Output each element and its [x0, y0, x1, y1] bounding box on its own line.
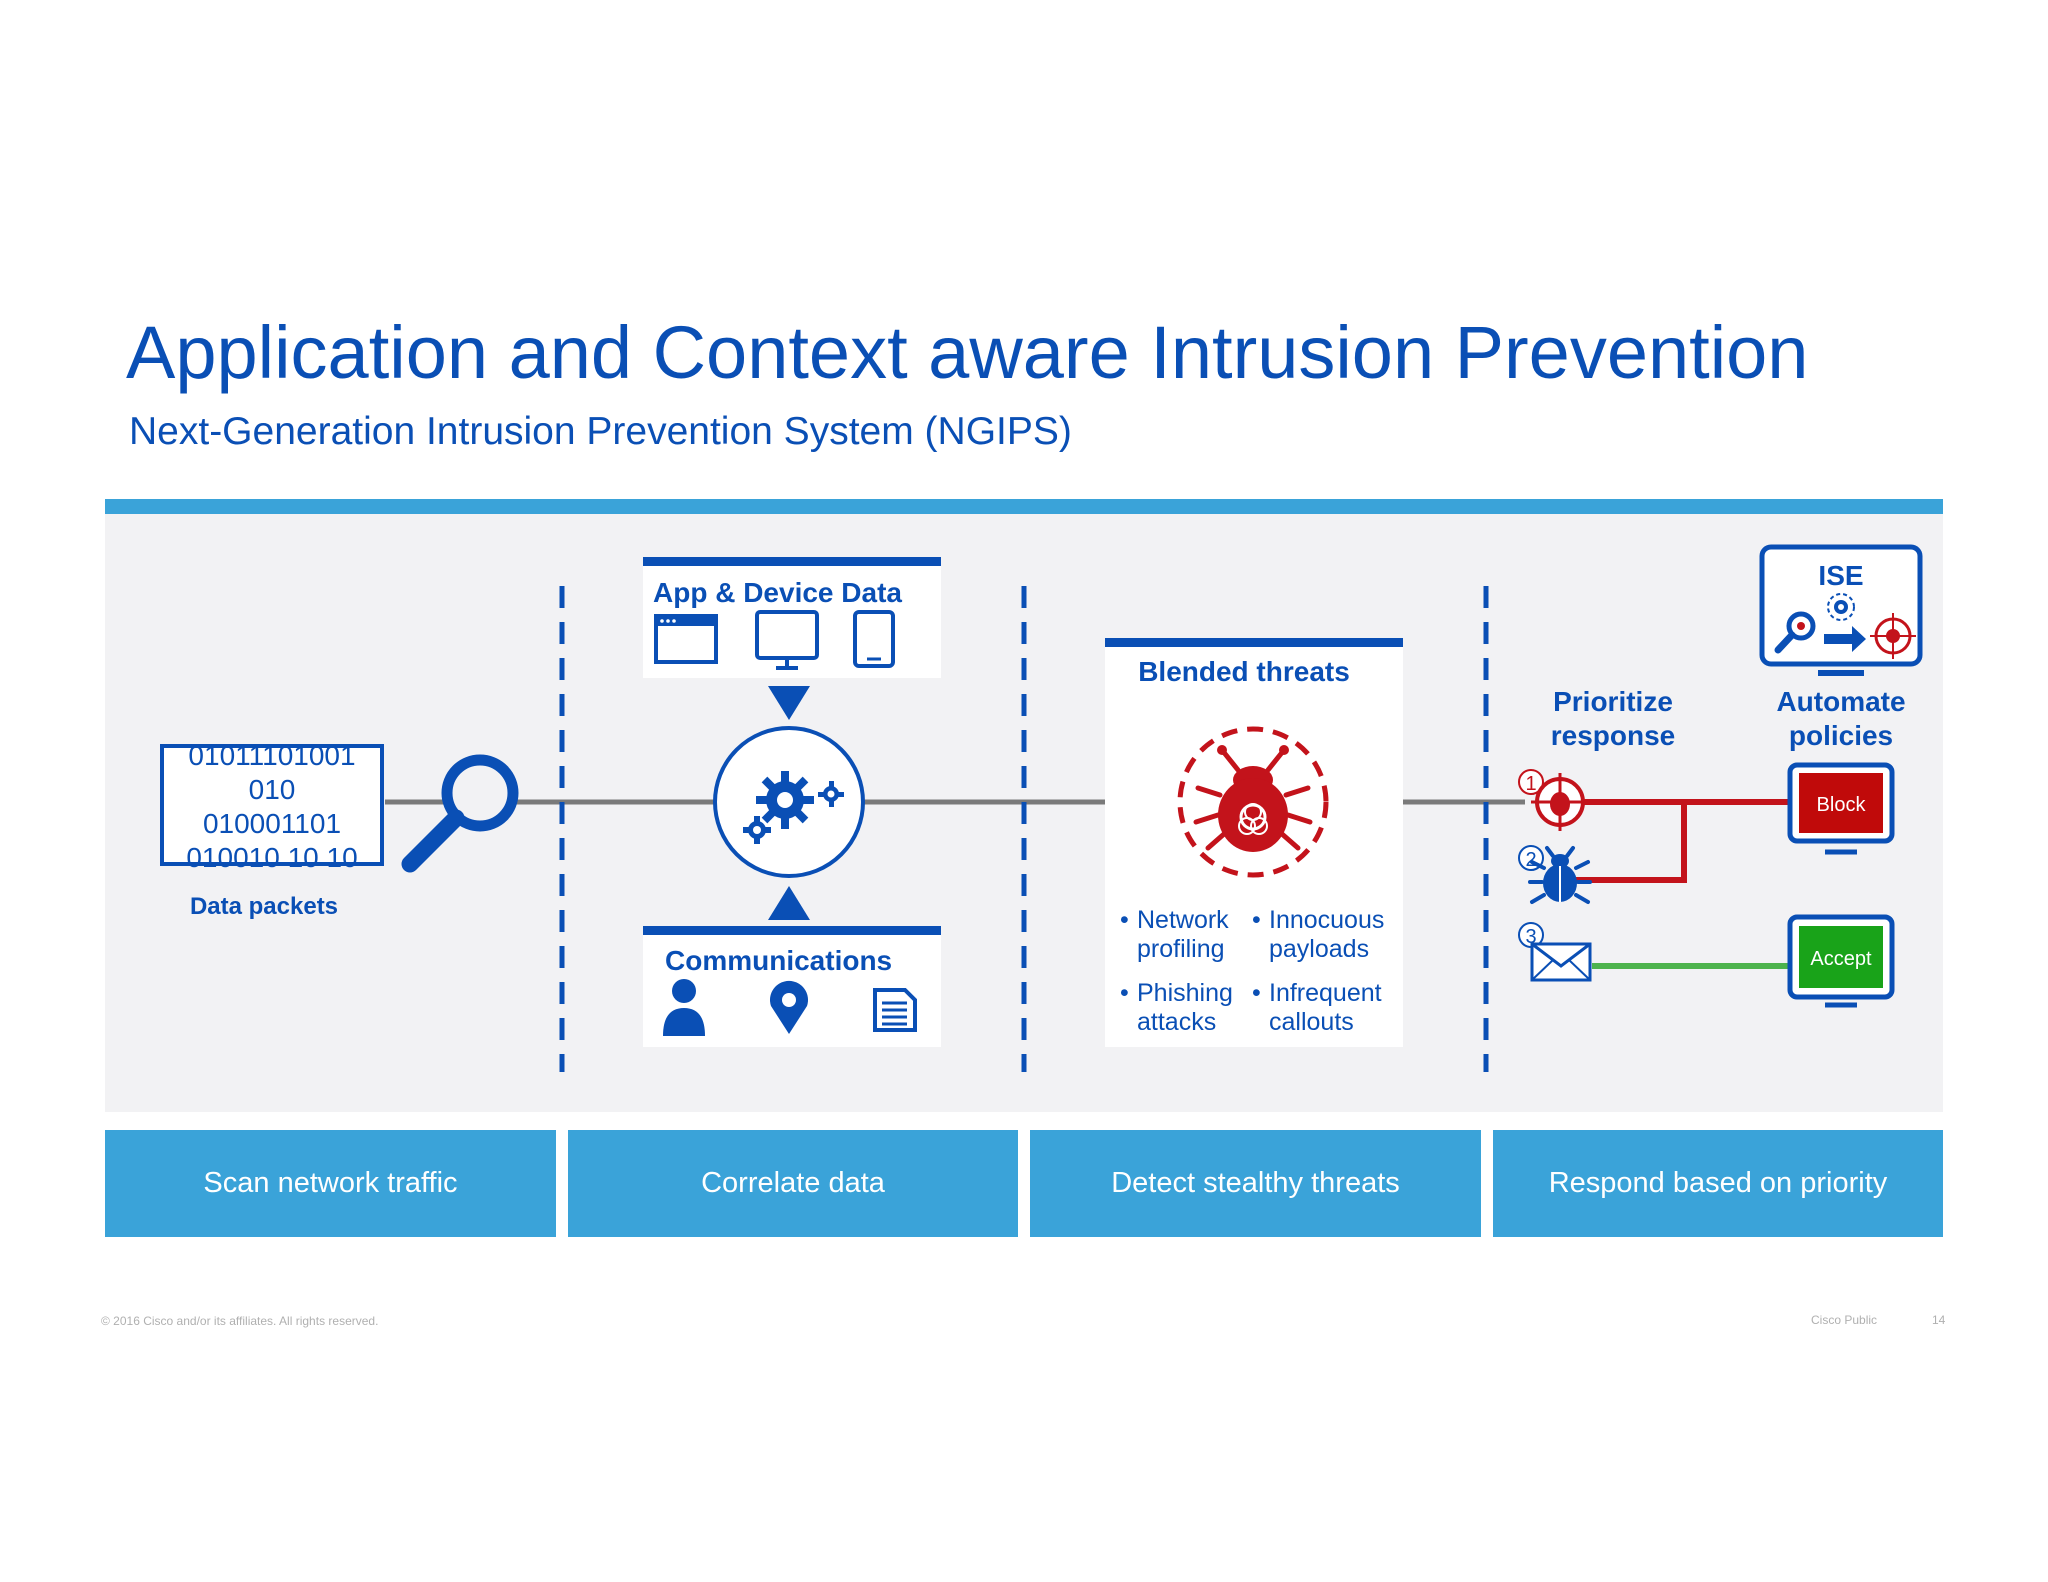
biohazard-bug-icon: [1177, 726, 1329, 878]
binary-line-3: 010001101: [203, 808, 341, 839]
response-lines: [1570, 799, 1790, 969]
stage-correlate-data: Correlate data: [568, 1130, 1018, 1237]
bullet-infrequent-callouts-line2: callouts: [1269, 1008, 1354, 1036]
ise-target-bug-icon: [1870, 613, 1916, 659]
bullet-innocuous-payloads-line2: payloads: [1269, 935, 1369, 963]
priority-2-number: 2: [1525, 849, 1536, 871]
stage-respond-based-on-priority: Respond based on priority: [1493, 1130, 1943, 1237]
data-packets-label: Data packets: [190, 893, 338, 920]
binary-line-1: 01011101001: [188, 740, 355, 771]
bullet-innocuous-payloads-line1: Innocuous: [1269, 906, 1384, 934]
monitor-icon: [755, 610, 819, 670]
communications-title: Communications: [665, 945, 892, 976]
bullet-network-profiling-line1: Network: [1137, 906, 1229, 934]
footer-page-number: 14: [1932, 1313, 1946, 1327]
bullet-dot: •: [1120, 979, 1129, 1007]
accept-monitor: Accept: [1787, 914, 1895, 1008]
automate-label-line1: Automate: [1776, 686, 1905, 717]
ise-monitor: ISE: [1759, 544, 1923, 676]
ise-magnifier-icon: [1774, 611, 1816, 654]
arrow-down-icon: [768, 686, 810, 720]
threat-bullets: • Network profiling • Innocuous payloads…: [1120, 906, 1384, 1036]
bullet-dot: •: [1120, 906, 1129, 934]
number-badge: [1518, 769, 1544, 795]
bug-icon: [1528, 846, 1592, 904]
bullet-phishing-attacks-line1: Phishing: [1137, 979, 1233, 1007]
automate-label-line2: policies: [1789, 720, 1893, 751]
footer-copyright: © 2016 Cisco and/or its affiliates. All …: [101, 1314, 379, 1328]
bullet-dot: •: [1252, 979, 1261, 1007]
ise-gear-icon: [1827, 593, 1855, 621]
bullet-dot: •: [1252, 906, 1261, 934]
data-packet-box: 01011101001 010 010001101 010010 10 10: [160, 740, 384, 873]
page-title: Application and Context aware Intrusion …: [126, 311, 1809, 394]
footer-classification: Cisco Public: [1811, 1313, 1878, 1327]
top-accent-bar: [105, 499, 1943, 514]
prioritize-label-line2: response: [1551, 720, 1676, 751]
tablet-icon: [853, 610, 895, 668]
page-subtitle: Next-Generation Intrusion Prevention Sys…: [129, 410, 1072, 453]
target-bug-icon: [1531, 773, 1589, 831]
user-icon: [663, 979, 705, 1036]
block-monitor: Block: [1787, 762, 1895, 855]
blended-threats-title: Blended threats: [1138, 656, 1350, 687]
block-label: Block: [1817, 794, 1867, 816]
priority-3-number: 3: [1525, 926, 1536, 948]
app-device-data-title: App & Device Data: [653, 577, 902, 608]
gears-icon: [713, 726, 865, 878]
magnifier-icon: [401, 754, 519, 873]
app-device-data-box: App & Device Data: [643, 557, 941, 678]
communications-box: Communications: [643, 926, 941, 1047]
arrow-up-icon: [768, 886, 810, 920]
column-separators: [559, 586, 1489, 1072]
location-pin-icon: [770, 980, 808, 1034]
prioritize-label-line1: Prioritize: [1553, 686, 1673, 717]
accept-label: Accept: [1810, 948, 1872, 970]
priority-1-number: 1: [1525, 773, 1536, 795]
ise-label: ISE: [1818, 560, 1863, 591]
binary-line-2: 010: [249, 774, 296, 805]
ise-arrow-icon: [1824, 626, 1866, 652]
binary-line-4: 010010 10 10: [186, 842, 357, 873]
browser-window-icon: [654, 614, 718, 664]
stage-detect-stealthy-threats: Detect stealthy threats: [1030, 1130, 1481, 1237]
stage-scan-network-traffic: Scan network traffic: [105, 1130, 556, 1237]
bullet-phishing-attacks-line2: attacks: [1137, 1008, 1216, 1036]
bullet-network-profiling-line2: profiling: [1137, 935, 1225, 963]
bullet-infrequent-callouts-line1: Infrequent: [1269, 979, 1382, 1007]
envelope-icon: [1530, 942, 1592, 982]
document-icon: [873, 988, 917, 1032]
